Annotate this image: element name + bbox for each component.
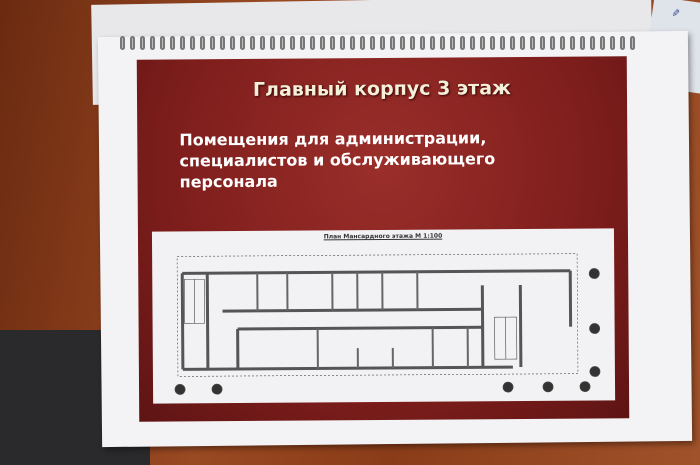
spiral-ring xyxy=(140,36,145,50)
axis-label: 1 xyxy=(583,384,587,391)
spiral-binding xyxy=(120,36,640,50)
spiral-ring xyxy=(170,36,175,50)
spiral-ring xyxy=(120,36,125,50)
axis-label: В xyxy=(593,369,597,376)
spiral-ring xyxy=(390,36,395,50)
spiral-ring xyxy=(360,36,365,50)
spiral-ring xyxy=(580,36,585,50)
spiral-ring xyxy=(300,36,305,50)
axis-marker xyxy=(174,384,186,395)
stairs xyxy=(183,278,518,360)
spiral-ring xyxy=(420,36,425,50)
spiral-ring xyxy=(290,36,295,50)
floor-plan-drawing: А Б В 5 4 3 2 1 xyxy=(174,253,601,395)
axis-label: Б xyxy=(593,326,597,333)
spiral-ring xyxy=(130,36,135,50)
axis-marker xyxy=(502,381,514,393)
spiral-ring xyxy=(270,36,275,50)
spiral-ring xyxy=(190,36,195,50)
spiral-ring xyxy=(540,36,545,50)
spiral-ring xyxy=(200,36,205,50)
spiral-ring xyxy=(440,36,445,50)
spiral-ring xyxy=(620,36,625,50)
spiral-ring xyxy=(280,36,285,50)
spiral-ring xyxy=(410,36,415,50)
spiral-ring xyxy=(150,36,155,50)
spiral-ring xyxy=(260,36,265,50)
partitions xyxy=(256,271,469,369)
spiral-ring xyxy=(180,36,185,50)
floor-plan: План Мансардного этажа М 1:100 xyxy=(151,228,616,404)
spiral-ring xyxy=(310,36,315,50)
spiral-ring xyxy=(470,36,475,50)
spiral-ring xyxy=(370,36,375,50)
axis-label: 2 xyxy=(546,384,550,391)
spiral-ring xyxy=(550,36,555,50)
spiral-ring xyxy=(570,36,575,50)
axis-label: 4 xyxy=(215,386,219,393)
spiral-ring xyxy=(610,36,615,50)
spiral-ring xyxy=(340,36,345,50)
spiral-ring xyxy=(160,36,165,50)
axis-markers: А Б В 5 4 3 2 1 xyxy=(174,268,601,395)
spiral-ring xyxy=(500,36,505,50)
printed-slide: Главный корпус 3 этаж Помещения для адми… xyxy=(136,56,630,422)
axis-marker xyxy=(542,381,554,393)
spiral-ring xyxy=(430,36,435,50)
spiral-ring xyxy=(220,36,225,50)
spiral-ring xyxy=(330,36,335,50)
axis-marker xyxy=(579,381,591,392)
slide-title: Главный корпус 3 этаж xyxy=(252,77,511,101)
axis-marker xyxy=(211,383,223,395)
spiral-ring xyxy=(530,36,535,50)
spiral-ring xyxy=(590,36,595,50)
spiral-ring xyxy=(210,36,215,50)
spiral-ring xyxy=(380,36,385,50)
spiral-ring xyxy=(320,36,325,50)
spiral-ring xyxy=(520,36,525,50)
spiral-ring xyxy=(240,36,245,50)
spiral-ring xyxy=(630,36,635,50)
axis-label: А xyxy=(592,271,597,278)
walls xyxy=(180,269,573,371)
axis-marker xyxy=(589,323,601,334)
slide-body-text: Помещения для администрации, специалисто… xyxy=(179,128,496,192)
spiral-ring xyxy=(350,36,355,50)
spiral-ring xyxy=(450,36,455,50)
axis-marker xyxy=(588,268,600,279)
spiral-ring xyxy=(250,36,255,50)
spiral-ring xyxy=(600,36,605,50)
axis-marker xyxy=(589,366,601,377)
spiral-ring xyxy=(460,36,465,50)
spiral-ring xyxy=(510,36,515,50)
spiral-ring xyxy=(480,36,485,50)
spiral-ring xyxy=(400,36,405,50)
spiral-ring xyxy=(490,36,495,50)
axis-label: 3 xyxy=(506,384,510,391)
spiral-ring xyxy=(560,36,565,50)
axis-label: 5 xyxy=(178,386,182,393)
spiral-ring xyxy=(230,36,235,50)
